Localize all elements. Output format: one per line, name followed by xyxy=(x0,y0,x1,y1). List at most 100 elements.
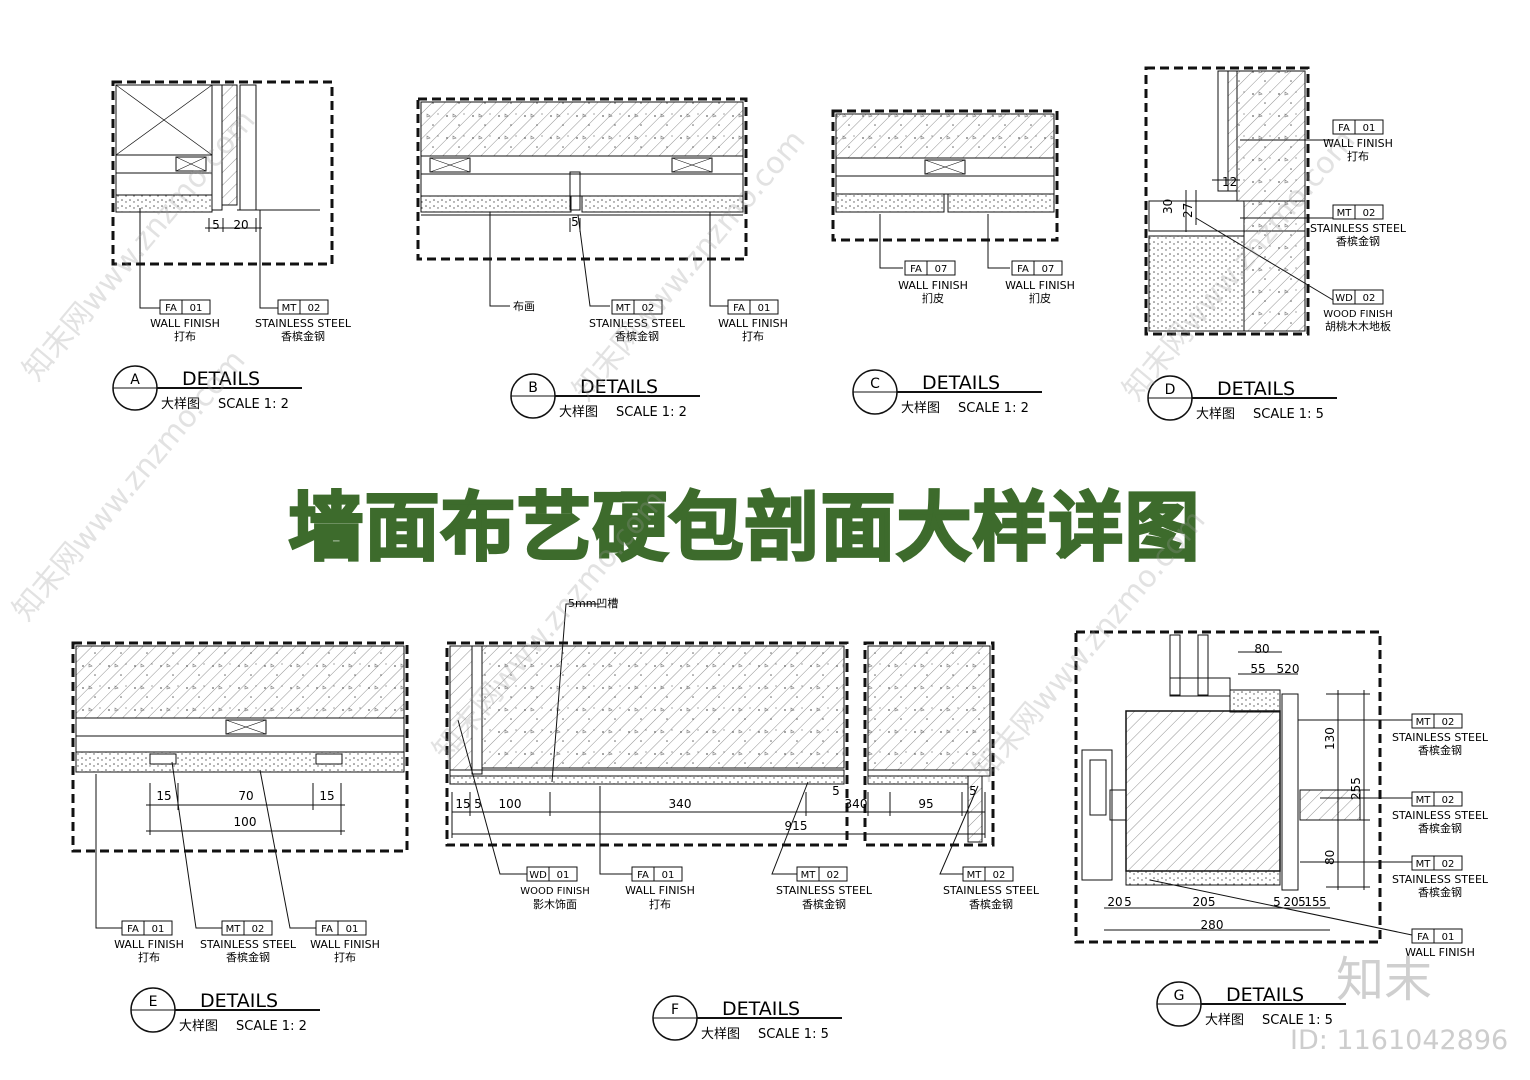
svg-text:SCALE 1: 2: SCALE 1: 2 xyxy=(236,1019,307,1034)
detail-f-frame-right xyxy=(863,641,995,847)
svg-text:DETAILS: DETAILS xyxy=(580,376,658,398)
svg-text:WOOD FINISH: WOOD FINISH xyxy=(1323,309,1393,320)
tag-b-stainless-steel: MT 02 STAINLESS STEEL 香槟金钢 xyxy=(589,299,686,343)
svg-text:02: 02 xyxy=(308,303,321,314)
svg-text:打布: 打布 xyxy=(1347,149,1369,163)
svg-text:E: E xyxy=(149,994,158,1010)
svg-text:MT: MT xyxy=(1416,859,1432,870)
svg-text:大样图: 大样图 xyxy=(1205,1013,1244,1028)
dim-e-1: 15 xyxy=(156,789,171,803)
detail-e-frame xyxy=(71,641,409,853)
svg-text:香槟金钢: 香槟金钢 xyxy=(802,897,846,911)
detail-d-frame xyxy=(1144,66,1310,336)
dim-a-2: 20 xyxy=(233,218,248,232)
svg-text:WALL FINISH: WALL FINISH xyxy=(625,884,695,897)
svg-text:STAINLESS STEEL: STAINLESS STEEL xyxy=(1392,873,1489,886)
detail-e: 15 70 15 100 FA 01 WALL FINISH 打布 MT 02 … xyxy=(71,641,409,1034)
svg-text:07: 07 xyxy=(935,264,948,275)
svg-text:MT: MT xyxy=(1416,795,1432,806)
svg-text:FA: FA xyxy=(910,264,922,275)
detail-d: 30 27 12 FA 01 WALL FINISH 打布 MT 02 STAI… xyxy=(1144,66,1407,422)
dim-f-1: 15 xyxy=(455,797,470,811)
detail-a: 5 20 FA 01 WALL FINISH 打布 MT 02 STAINLES… xyxy=(111,80,352,412)
dim-g-11: 20 xyxy=(1283,895,1298,909)
svg-text:SCALE 1: 2: SCALE 1: 2 xyxy=(218,397,289,412)
svg-text:影木饰面: 影木饰面 xyxy=(533,897,577,911)
svg-text:02: 02 xyxy=(252,924,265,935)
dim-g-14: 5 xyxy=(1319,895,1327,909)
dim-f-6: 915 xyxy=(785,819,808,833)
dim-f-2: 5 xyxy=(474,797,482,811)
svg-text:02: 02 xyxy=(827,870,840,881)
svg-text:B: B xyxy=(528,380,538,396)
svg-text:打布: 打布 xyxy=(334,950,356,964)
svg-text:FA: FA xyxy=(1017,264,1029,275)
svg-text:胡桃木木地板: 胡桃木木地板 xyxy=(1325,319,1391,333)
svg-text:WALL FINISH: WALL FINISH xyxy=(150,317,220,330)
detail-f: 15 5 100 340 5 915 340 95 5 5mm凹槽 WD 01 … xyxy=(445,597,1040,1042)
svg-text:01: 01 xyxy=(557,870,570,881)
dim-g-9: 205 xyxy=(1193,895,1216,909)
svg-text:MT: MT xyxy=(967,870,983,881)
tag-a-wall-finish: FA 01 WALL FINISH 打布 xyxy=(150,299,220,343)
svg-text:扪皮: 扪皮 xyxy=(1029,291,1051,305)
svg-text:01: 01 xyxy=(1442,932,1455,943)
dim-d-1: 12 xyxy=(1222,175,1237,189)
svg-text:WALL FINISH: WALL FINISH xyxy=(114,938,184,951)
detail-b-frame xyxy=(416,97,748,261)
svg-text:01: 01 xyxy=(662,870,675,881)
svg-text:香槟金钢: 香槟金钢 xyxy=(1418,885,1462,899)
svg-text:DETAILS: DETAILS xyxy=(722,998,800,1020)
svg-text:大样图: 大样图 xyxy=(559,405,598,420)
dim-g-13: 15 xyxy=(1304,895,1319,909)
dim-d-2: 30 xyxy=(1161,199,1175,214)
svg-text:WALL FINISH: WALL FINISH xyxy=(310,938,380,951)
svg-text:01: 01 xyxy=(152,924,165,935)
svg-text:WALL FINISH: WALL FINISH xyxy=(1323,137,1393,150)
svg-text:香槟金钢: 香槟金钢 xyxy=(226,950,270,964)
svg-text:香槟金钢: 香槟金钢 xyxy=(281,329,325,343)
watermark-logo: 知末 xyxy=(1336,952,1433,1008)
dim-a-1: 5 xyxy=(212,218,220,232)
dim-g-2: 55 xyxy=(1250,662,1265,676)
svg-text:02: 02 xyxy=(1363,293,1376,304)
dim-g-5: 255 xyxy=(1349,777,1363,800)
dim-g-12: 5 xyxy=(1298,895,1306,909)
note-f-groove: 5mm凹槽 xyxy=(568,597,618,610)
svg-text:WD: WD xyxy=(529,870,547,881)
svg-text:SCALE 1: 5: SCALE 1: 5 xyxy=(1262,1013,1333,1028)
svg-text:DETAILS: DETAILS xyxy=(922,372,1000,394)
svg-text:MT: MT xyxy=(226,924,242,935)
dim-g-7: 20 xyxy=(1107,895,1122,909)
dim-e-2: 70 xyxy=(238,789,253,803)
tag-g-stainless-steel-3: MT 02 STAINLESS STEEL 香槟金钢 xyxy=(1392,855,1489,899)
tag-f-wood-finish: WD 01 WOOD FINISH 影木饰面 xyxy=(520,866,590,911)
detail-b: 5 布画 MT 02 STAINLESS STEEL 香槟金钢 FA 01 WA… xyxy=(416,97,788,420)
tag-d-stainless-steel: MT 02 STAINLESS STEEL 香槟金钢 xyxy=(1310,204,1407,248)
svg-text:01: 01 xyxy=(346,924,359,935)
detail-f-label: F DETAILS 大样图 SCALE 1: 5 xyxy=(652,995,842,1042)
tag-f-stainless-steel-1: MT 02 STAINLESS STEEL 香槟金钢 xyxy=(776,866,873,911)
svg-text:STAINLESS STEEL: STAINLESS STEEL xyxy=(589,317,686,330)
svg-text:STAINLESS STEEL: STAINLESS STEEL xyxy=(1392,731,1489,744)
svg-text:02: 02 xyxy=(1442,859,1455,870)
dim-f-9: 5 xyxy=(969,784,977,798)
svg-text:01: 01 xyxy=(758,303,771,314)
svg-text:大样图: 大样图 xyxy=(701,1027,740,1042)
tag-g-stainless-steel-2: MT 02 STAINLESS STEEL 香槟金钢 xyxy=(1392,791,1489,835)
svg-text:DETAILS: DETAILS xyxy=(182,368,260,390)
svg-text:大样图: 大样图 xyxy=(1196,407,1235,422)
svg-text:WD: WD xyxy=(1335,293,1353,304)
svg-text:07: 07 xyxy=(1042,264,1055,275)
svg-text:扪皮: 扪皮 xyxy=(922,291,944,305)
tag-f-wall-finish: FA 01 WALL FINISH 打布 xyxy=(625,866,695,911)
dim-f-4: 340 xyxy=(669,797,692,811)
svg-text:SCALE 1: 5: SCALE 1: 5 xyxy=(758,1027,829,1042)
tag-a-stainless-steel: MT 02 STAINLESS STEEL 香槟金钢 xyxy=(255,299,352,343)
svg-text:01: 01 xyxy=(1363,123,1376,134)
svg-text:02: 02 xyxy=(1442,717,1455,728)
svg-text:STAINLESS STEEL: STAINLESS STEEL xyxy=(200,938,297,951)
dim-g-10: 5 xyxy=(1273,895,1281,909)
svg-text:MT: MT xyxy=(616,303,632,314)
svg-text:DETAILS: DETAILS xyxy=(1217,378,1295,400)
